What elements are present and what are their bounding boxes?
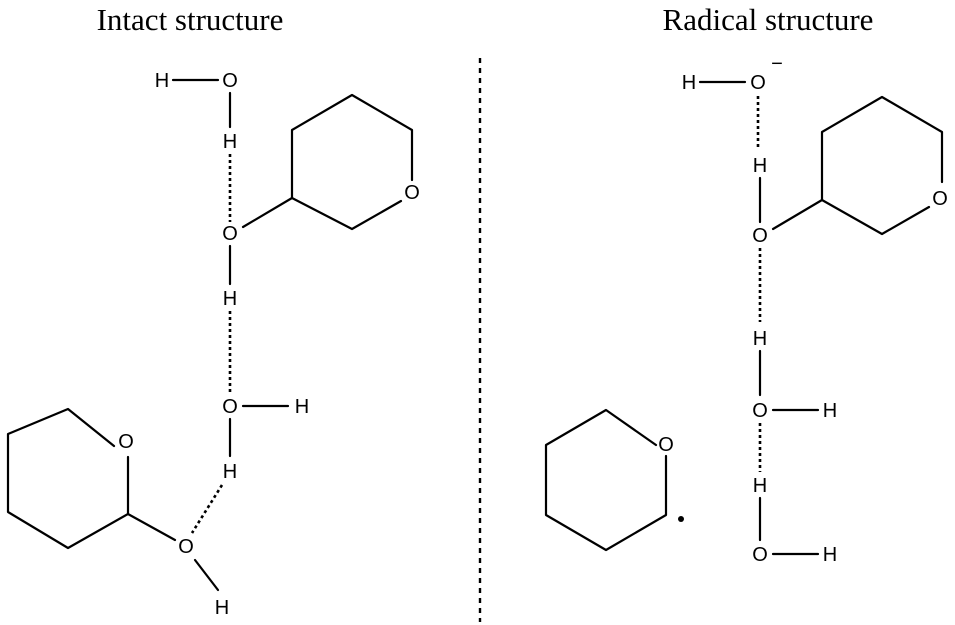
radical-dot <box>678 516 684 522</box>
ring-bonds <box>544 408 668 552</box>
atom-o: O <box>752 544 768 566</box>
atom-h: H <box>823 400 837 422</box>
atom-o: O <box>404 182 420 204</box>
bond <box>241 196 294 229</box>
atom-h: H <box>223 131 237 153</box>
radical-structure: H O − H O O H O H H O H O <box>544 53 948 566</box>
hydrogen-bond <box>190 484 224 534</box>
intact-structure: H O H O O H O H H O O H <box>6 70 420 619</box>
atom-o: O <box>750 72 766 94</box>
ring-bonds <box>290 93 414 200</box>
atom-h: H <box>215 597 229 619</box>
atom-o: O <box>752 400 768 422</box>
atom-h: H <box>223 288 237 310</box>
atom-o: O <box>222 223 238 245</box>
atom-o: O <box>658 434 674 456</box>
atom-h: H <box>753 475 767 497</box>
bond <box>193 558 220 592</box>
ring-bonds <box>820 95 944 202</box>
atom-o: O <box>222 70 238 92</box>
title-radical-structure: Radical structure <box>663 2 874 37</box>
ring-bonds <box>290 196 403 231</box>
atom-o: O <box>222 396 238 418</box>
ring-bonds <box>6 407 130 550</box>
ring-bonds <box>820 198 931 236</box>
atom-h: H <box>295 396 309 418</box>
atom-h: H <box>753 155 767 177</box>
title-intact-structure: Intact structure <box>97 2 284 37</box>
atom-h: H <box>753 328 767 350</box>
bond <box>126 512 177 542</box>
atom-h: H <box>823 544 837 566</box>
atom-h: H <box>223 461 237 483</box>
bond <box>771 198 824 231</box>
atom-o: O <box>118 431 134 453</box>
atom-o: O <box>932 188 948 210</box>
atom-h: H <box>682 72 696 94</box>
atom-o: O <box>752 225 768 247</box>
atom-h: H <box>155 70 169 92</box>
atom-o: O <box>178 536 194 558</box>
negative-charge: − <box>771 53 783 75</box>
